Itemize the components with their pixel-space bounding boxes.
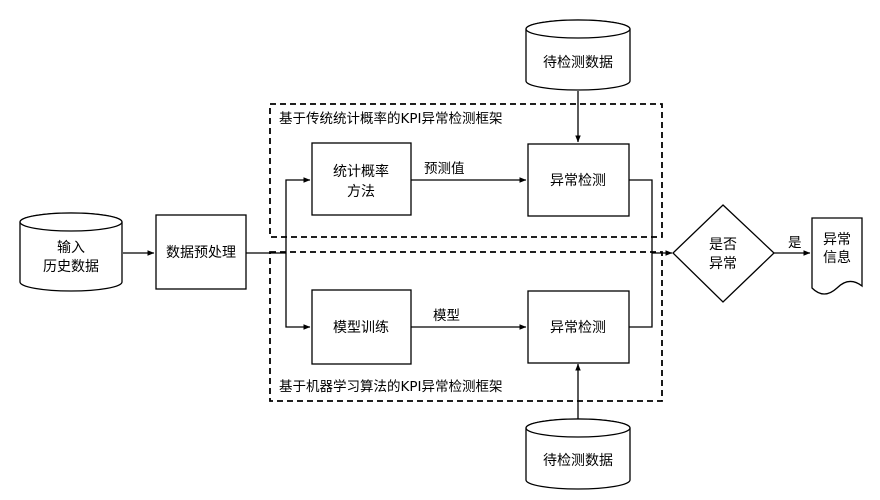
anomaly-info-document: 异常 信息	[811, 217, 863, 295]
connectors	[123, 91, 811, 420]
top-detect-to-merge-line	[629, 179, 653, 253]
data-to-detect-top-label: 待检测数据	[543, 55, 613, 71]
data-preprocessing-box: 数据预处理	[155, 214, 247, 290]
bottom-detect-to-merge-line	[629, 253, 653, 328]
is-anomaly-label-line-2: 异常	[709, 256, 737, 272]
anomaly-detection-bottom-label: 异常检测	[550, 320, 606, 336]
input-history-data-label-line-2: 历史数据	[43, 259, 99, 275]
statistical-method-label-line-2: 方法	[347, 184, 375, 200]
split-to-train-arrow	[285, 253, 311, 330]
data-to-detect-top-cylinder: 待检测数据	[525, 19, 631, 91]
is-anomaly-decision-diamond: 是否 异常	[672, 204, 775, 303]
anomaly-info-label-line-1: 异常	[823, 232, 851, 248]
anomaly-detection-top-box: 异常检测	[527, 143, 630, 217]
input-history-data-label-line-1: 输入	[57, 240, 85, 256]
is-anomaly-label-line-1: 是否	[709, 237, 737, 253]
split-to-stat-method-arrow	[285, 177, 311, 253]
statistical-method-box: 统计概率 方法	[311, 142, 412, 216]
data-to-detect-bottom-cylinder: 待检测数据	[525, 418, 631, 490]
ml-framework-title: 基于机器学习算法的KPI异常检测框架	[279, 378, 502, 395]
predicted-value-label: 预测值	[424, 161, 465, 177]
statistical-framework-title: 基于传统统计概率的KPI异常检测框架	[279, 110, 502, 127]
anomaly-info-label-line-2: 信息	[823, 249, 851, 266]
model-training-box: 模型训练	[311, 289, 412, 365]
data-preprocessing-label: 数据预处理	[166, 245, 236, 261]
model-label: 模型	[433, 308, 460, 324]
model-training-label: 模型训练	[333, 320, 389, 336]
statistical-method-label-line-1: 统计概率	[333, 163, 389, 180]
anomaly-detection-top-label: 异常检测	[550, 173, 606, 189]
data-to-detect-bottom-label: 待检测数据	[543, 453, 613, 469]
input-history-data-cylinder: 输入 历史数据	[19, 212, 123, 292]
anomaly-detection-bottom-box: 异常检测	[527, 290, 630, 364]
yes-label: 是	[788, 235, 802, 251]
statistical-framework-frame: 基于传统统计概率的KPI异常检测框架	[269, 103, 663, 238]
ml-framework-frame: 基于机器学习算法的KPI异常检测框架	[269, 251, 663, 402]
